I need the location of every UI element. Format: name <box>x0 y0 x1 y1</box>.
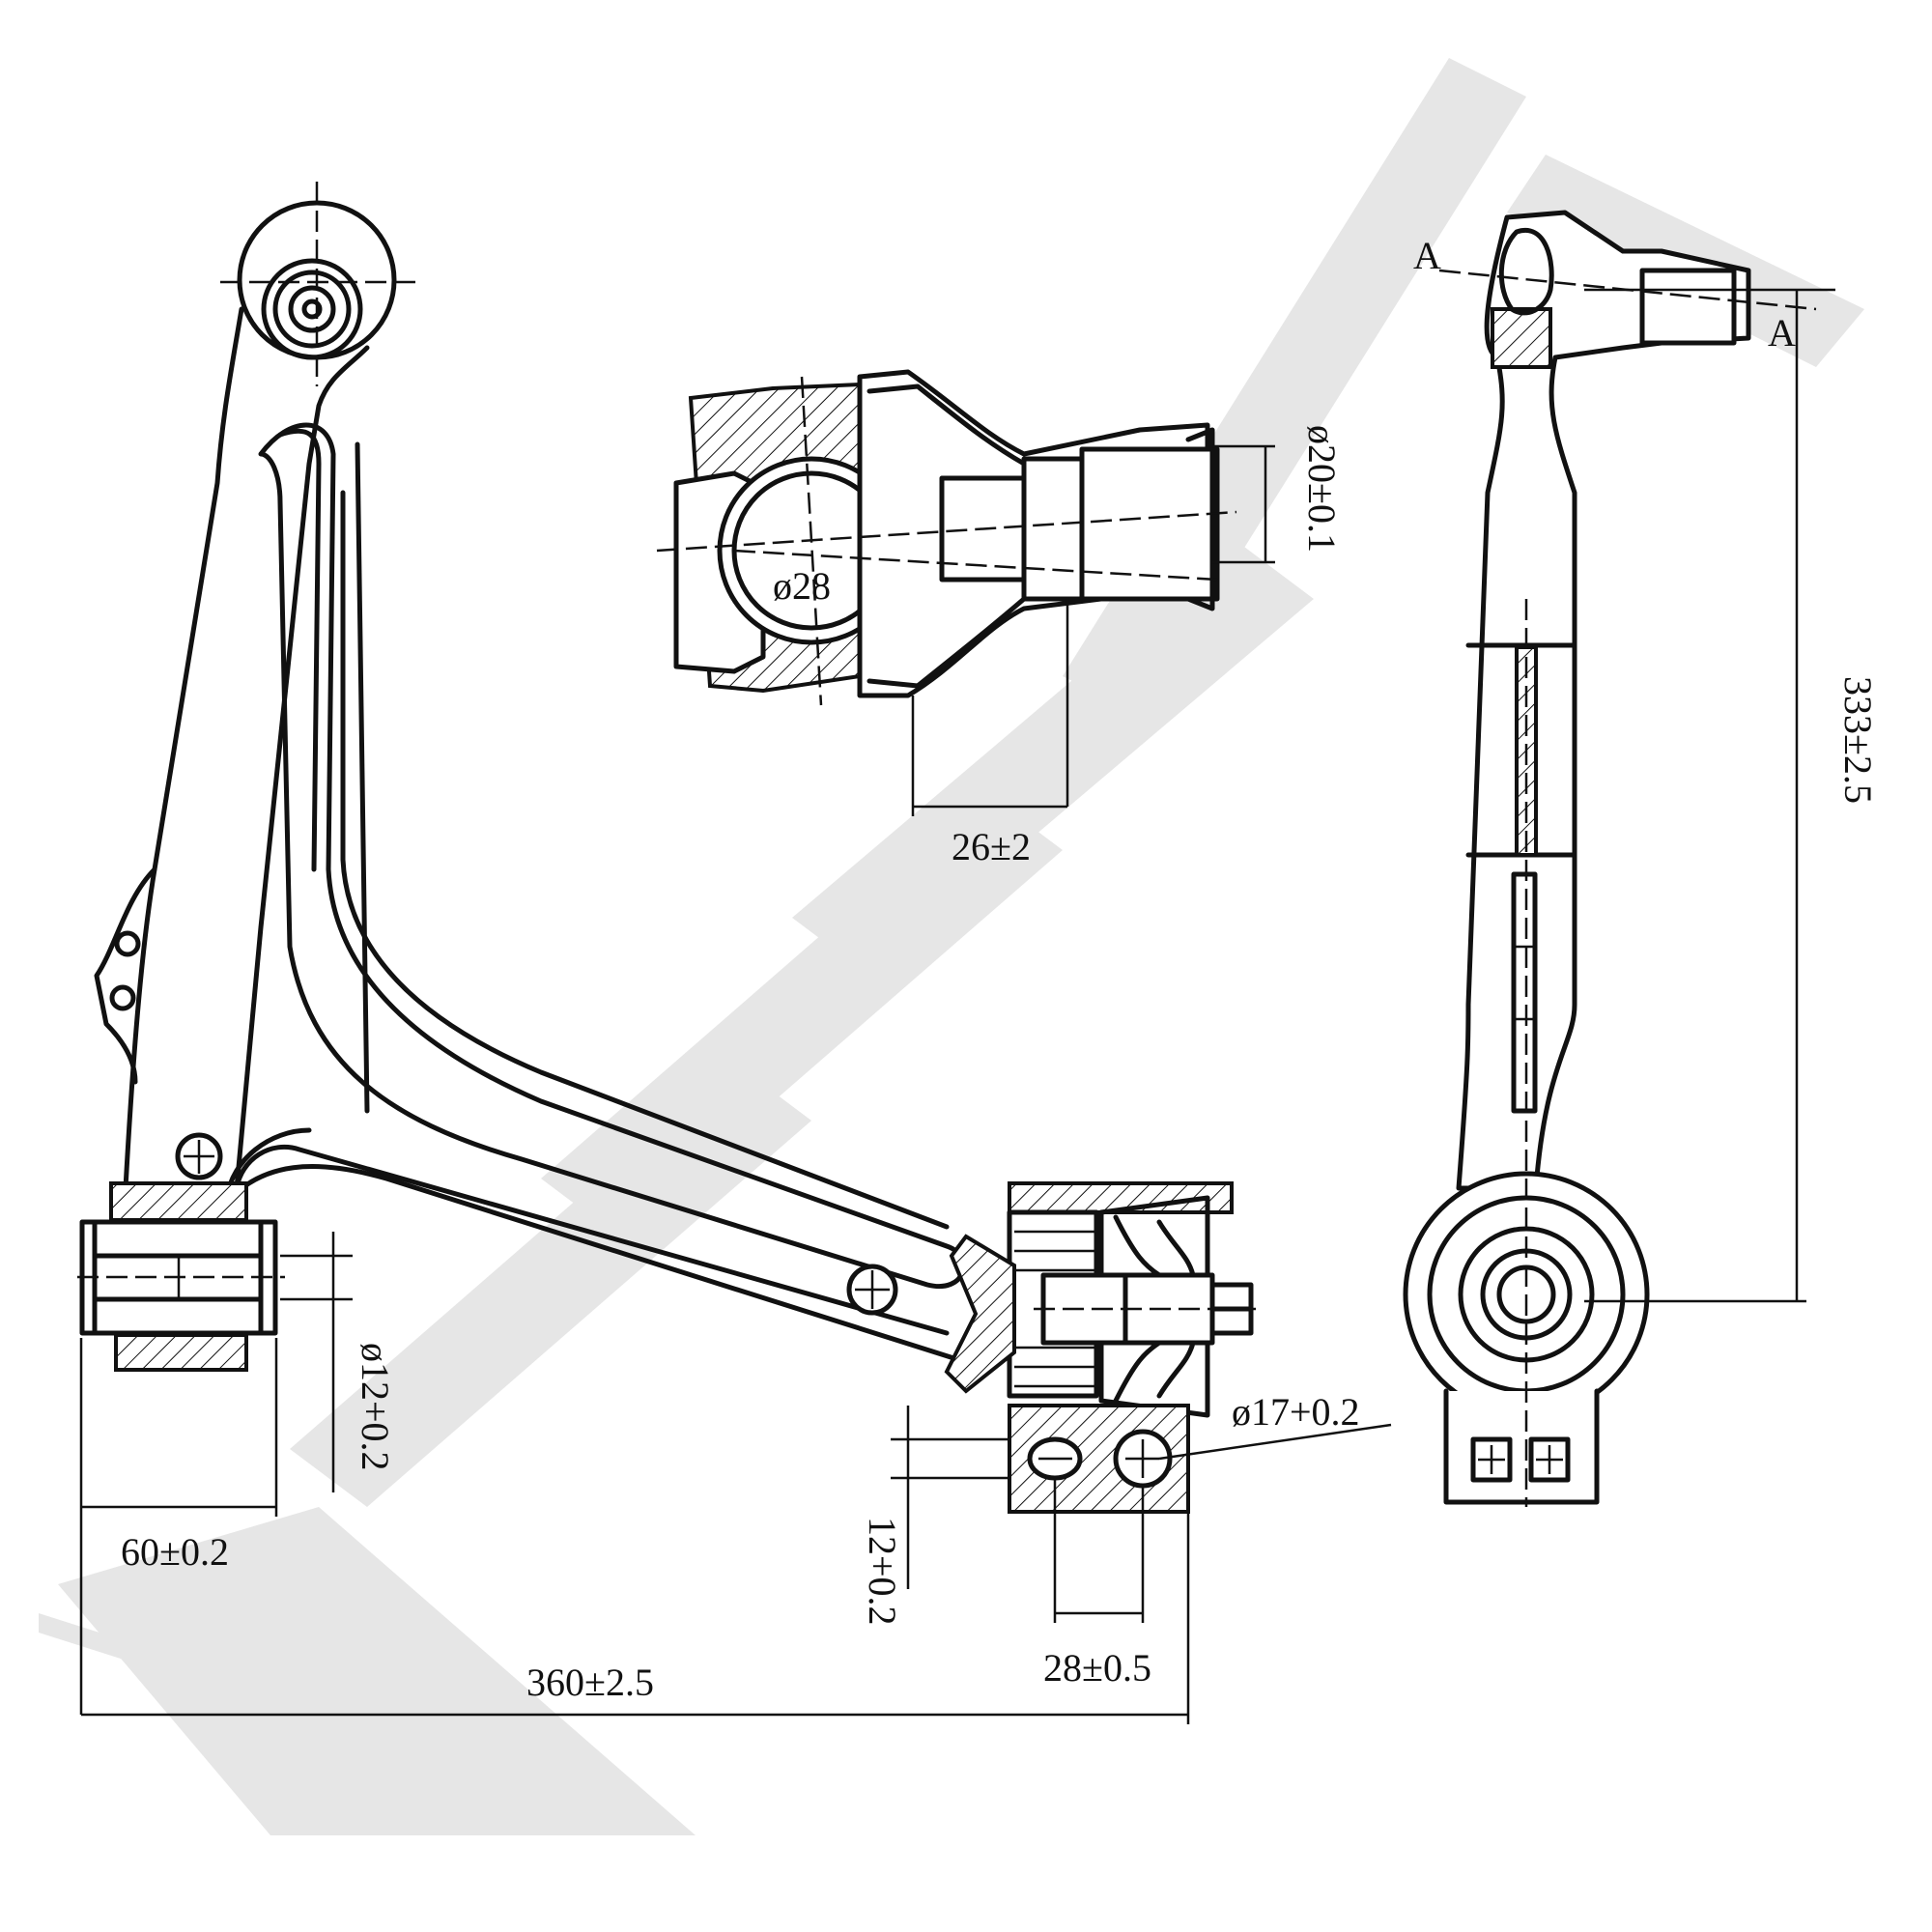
rear-spacing-label: 28±0.5 <box>1043 1646 1151 1690</box>
rear-bore-label: ø17+0.2 <box>1232 1390 1360 1434</box>
overall-width-label: 360±2.5 <box>526 1661 654 1704</box>
dimension-labels: ø28 ø20±0.1 26±2 333±2.5 ø12+0.2 60±0.2 … <box>121 234 1880 1704</box>
stud-diameter-label: ø20±0.1 <box>1300 425 1344 553</box>
ball-joint-section <box>656 369 1237 706</box>
dimension-lines <box>79 269 1835 1724</box>
stud-length-label: 26±2 <box>952 825 1031 868</box>
section-mark-right: A <box>1768 311 1796 355</box>
control-arm-side-view <box>1403 210 1751 1507</box>
section-mark-left: A <box>1413 234 1441 277</box>
overall-height-label: 333±2.5 <box>1836 676 1880 804</box>
rear-offset-label: 12+0.2 <box>861 1517 904 1626</box>
control-arm-plan-view <box>77 182 1256 1514</box>
front-bore-label: ø12+0.2 <box>354 1343 397 1471</box>
front-width-label: 60±0.2 <box>121 1530 229 1574</box>
ball-diameter-label: ø28 <box>773 564 831 608</box>
